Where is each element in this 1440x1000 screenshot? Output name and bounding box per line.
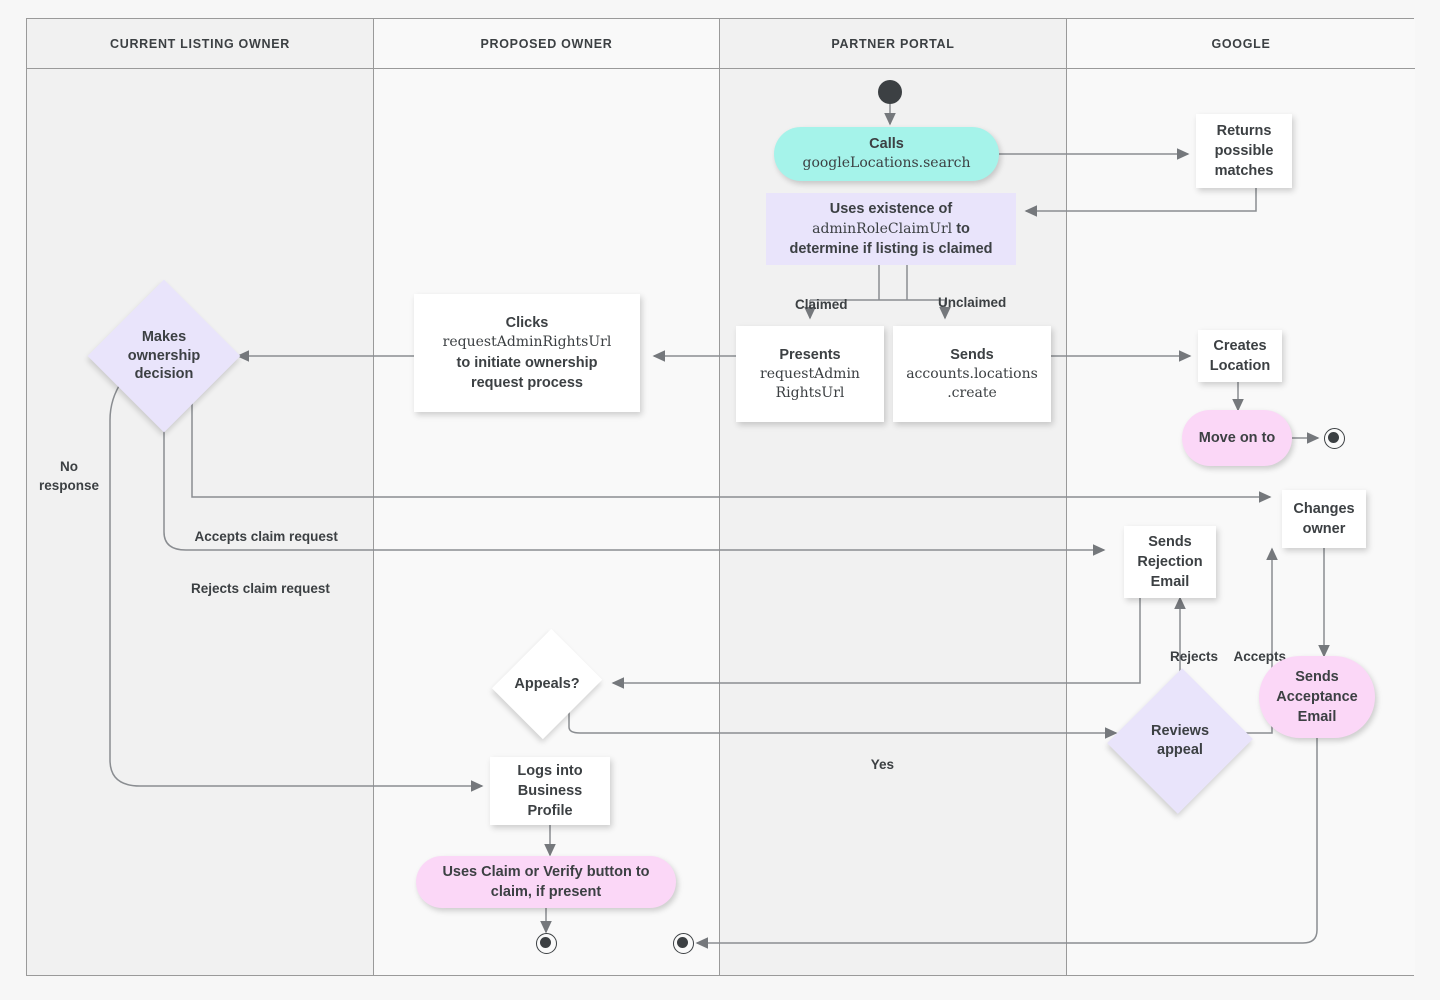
lane-header-partner-portal: PARTNER PORTAL	[720, 19, 1067, 69]
node-returns-possible-matches[interactable]: Returns possible matches	[1196, 114, 1292, 188]
node-uses-existence-of-admin-role-claim-url[interactable]: Uses existence of adminRoleClaimUrl to d…	[766, 193, 1016, 265]
edge-label-rejects-claim-request: Rejects claim request	[176, 559, 330, 618]
edge-label-rejects: Rejects	[1155, 627, 1218, 686]
node-label: Sends Acceptance Email	[1276, 669, 1358, 725]
edge-label-text: Accepts claim request	[194, 528, 338, 544]
node-changes-owner[interactable]: Changes owner	[1282, 490, 1366, 548]
lane-title: CURRENT LISTING OWNER	[110, 36, 290, 51]
lane-header-google: GOOGLE	[1067, 19, 1415, 69]
node-logs-into-business-profile[interactable]: Logs into Business Profile	[490, 757, 610, 825]
node-appeals-decision[interactable]: Appeals?	[491, 628, 603, 740]
node-sends-accounts-locations-create[interactable]: Sends accounts.locations .create	[893, 326, 1051, 422]
node-sends-acceptance-email[interactable]: Sends Acceptance Email	[1259, 656, 1375, 738]
node-line-1: Uses existence of	[829, 200, 953, 217]
node-line-1: Clicks	[505, 315, 549, 332]
edge-label-text: Yes	[870, 756, 895, 772]
node-line-2: requestAdmin	[760, 365, 860, 382]
node-creates-location[interactable]: Creates Location	[1198, 330, 1282, 382]
node-line-4: request process	[470, 374, 583, 391]
node-line-2: requestAdminRightsUrl	[442, 334, 612, 351]
node-line-3: determine if listing is claimed	[789, 241, 993, 258]
node-label: Makes ownership decision	[127, 328, 201, 383]
node-line-2-suffix: to	[952, 220, 970, 237]
node-label: Sends Rejection Email	[1137, 534, 1203, 590]
lane-body-proposed-owner	[374, 19, 720, 975]
node-uses-claim-or-verify-button[interactable]: Uses Claim or Verify button to claim, if…	[416, 856, 676, 908]
node-label: Logs into Business Profile	[517, 763, 583, 819]
node-presents-request-admin-rights-url[interactable]: Presents requestAdmin RightsUrl	[736, 326, 884, 422]
edge-label-no-response: No response	[39, 437, 99, 496]
node-line-3: .create	[947, 385, 997, 401]
lane-title: PARTNER PORTAL	[831, 36, 955, 51]
lane-title: PROPOSED OWNER	[480, 36, 613, 51]
end-node-partner-portal-icon	[673, 933, 694, 954]
node-label: Uses Claim or Verify button to claim, if…	[442, 864, 650, 900]
node-reviews-appeal-decision[interactable]: Reviews appeal	[1107, 668, 1253, 814]
edge-label-accepts: Accepts	[1219, 627, 1287, 686]
node-label: Reviews appeal	[1150, 723, 1210, 758]
node-line-1: Calls	[869, 136, 904, 153]
start-node-icon	[878, 80, 902, 104]
node-line-3: RightsUrl	[775, 385, 845, 401]
edge-label-unclaimed: Unclaimed	[923, 273, 1006, 332]
lane-title: GOOGLE	[1211, 36, 1271, 51]
edge-label-accepts-claim-request: Accepts claim request	[180, 507, 338, 566]
end-node-google-icon	[1324, 428, 1345, 449]
edge-label-yes: Yes	[856, 735, 894, 794]
edge-label-text: Rejects	[1170, 648, 1219, 664]
node-line-1: Presents	[779, 346, 841, 363]
edge-label-claimed: Claimed	[780, 275, 848, 334]
node-line-3: to initiate ownership	[456, 354, 598, 371]
node-move-on-to[interactable]: Move on to	[1182, 410, 1292, 466]
end-node-proposed-owner-icon	[536, 933, 557, 954]
edge-label-text: No response	[39, 458, 100, 494]
node-label: Changes owner	[1293, 501, 1355, 537]
lane-body-current-listing-owner	[27, 19, 374, 975]
edge-label-text: Accepts	[1233, 648, 1287, 664]
node-line-2: accounts.locations	[906, 365, 1038, 382]
node-label: Move on to	[1198, 430, 1276, 446]
node-line-1: Sends	[950, 346, 994, 363]
node-line-2-code: adminRoleClaimUrl	[812, 220, 953, 237]
node-label: Appeals?	[514, 675, 580, 692]
edge-label-text: Claimed	[795, 296, 848, 312]
node-clicks-request-admin-rights-url[interactable]: Clicks requestAdminRightsUrl to initiate…	[414, 294, 640, 412]
node-sends-rejection-email[interactable]: Sends Rejection Email	[1124, 526, 1216, 598]
edge-label-text: Unclaimed	[938, 294, 1007, 310]
edge-label-text: Rejects claim request	[191, 580, 330, 596]
lane-header-proposed-owner: PROPOSED OWNER	[374, 19, 720, 69]
node-calls-google-locations-search[interactable]: Calls googleLocations.search	[774, 127, 999, 181]
node-makes-ownership-decision[interactable]: Makes ownership decision	[87, 279, 241, 433]
lane-header-current-listing-owner: CURRENT LISTING OWNER	[27, 19, 374, 69]
node-label: Returns possible matches	[1214, 123, 1274, 179]
node-line-2: googleLocations.search	[802, 155, 971, 172]
node-label: Creates Location	[1209, 338, 1271, 374]
